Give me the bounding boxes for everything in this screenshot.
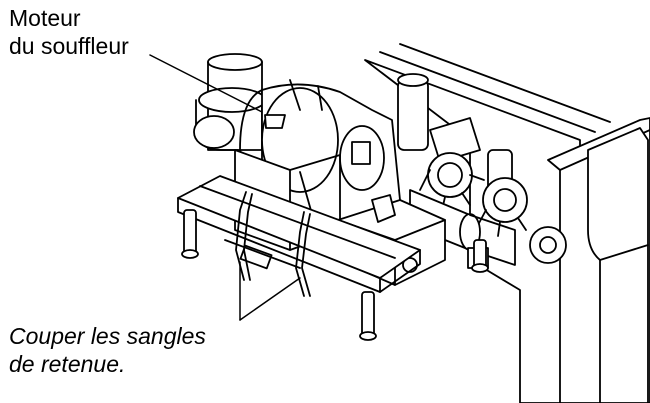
blower-motor-label-line2: du souffleur [9, 33, 129, 59]
cut-straps-label-line2: de retenue. [9, 351, 126, 377]
cabinet-door-panel [547, 117, 650, 403]
burner-fittings [397, 73, 567, 264]
strap-leader-line-right [239, 277, 301, 321]
leader-lines [149, 54, 301, 321]
cut-straps-label-line1: Couper les sangles [9, 323, 206, 349]
motor-leader-line [149, 54, 263, 113]
blower-motor [239, 79, 401, 233]
blower-motor-label: Moteur du souffleur [9, 4, 129, 60]
vent-pipe-elbow [193, 53, 266, 151]
blower-motor-label-line1: Moteur [9, 5, 81, 31]
support-legs [181, 209, 489, 341]
cut-straps-label: Couper les sangles de retenue. [9, 322, 206, 378]
base-skid [177, 175, 421, 293]
